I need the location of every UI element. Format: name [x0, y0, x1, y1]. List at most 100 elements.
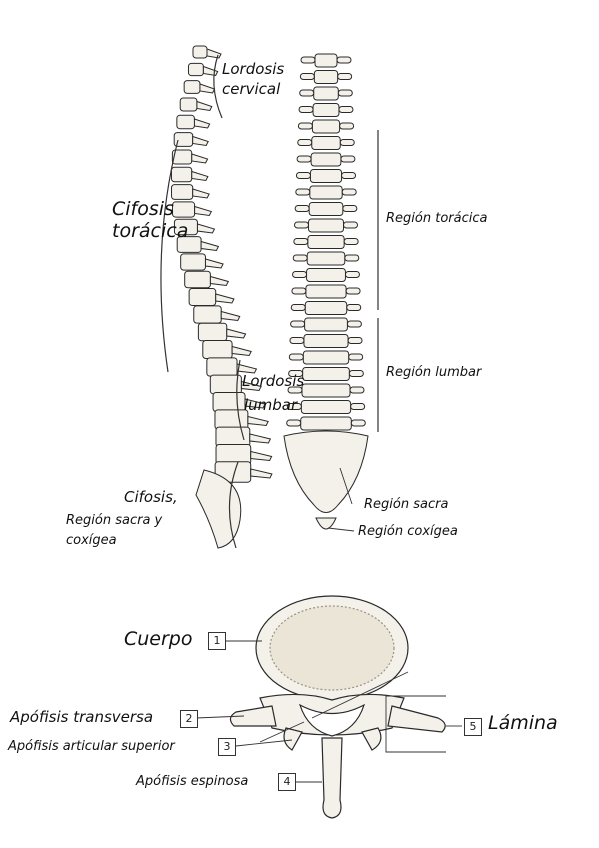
posterior-sacrum — [283, 430, 369, 513]
posterior-vertebra — [313, 86, 339, 101]
label-region-coxigea: Región coxígea — [358, 524, 458, 539]
lateral-spinous-process — [193, 118, 211, 129]
transverse-process-left — [290, 320, 306, 328]
posterior-vertebra — [309, 185, 343, 200]
lateral-vertebra — [202, 340, 233, 359]
transverse-process-left — [293, 238, 309, 245]
transverse-process-right — [345, 287, 361, 295]
transverse-process-right — [337, 73, 353, 80]
lateral-spinous-process — [204, 258, 224, 269]
transverse-process-left — [287, 386, 303, 394]
label-region-lumbar: Región lumbar — [386, 365, 482, 380]
label-lordosis-cervical-2: cervical — [222, 80, 281, 98]
transverse-process-left — [296, 155, 312, 163]
posterior-vertebra — [307, 235, 345, 249]
lateral-vertebra — [172, 201, 196, 218]
lateral-vertebra — [184, 270, 211, 289]
transverse-process-right — [344, 271, 360, 278]
label-cifosis-sacra-3: coxígea — [66, 533, 117, 548]
label-lamina: Lámina — [488, 712, 558, 734]
label-apofisis-espinosa: Apófisis espinosa — [136, 774, 249, 789]
lateral-vertebra — [180, 253, 206, 271]
lateral-spinous-process — [199, 83, 216, 94]
transverse-process-left — [290, 304, 306, 311]
label-apofisis-transversa: Apófisis transversa — [10, 708, 154, 726]
posterior-vertebra — [314, 53, 338, 68]
lateral-spinous-process — [209, 275, 230, 287]
lateral-spinous-process — [194, 205, 213, 217]
transverse-process-left — [292, 271, 308, 278]
lateral-sacrum — [195, 469, 242, 549]
label-cifosis-sacra-2: Región sacra y — [66, 513, 163, 528]
lateral-spinous-process — [215, 293, 235, 304]
posterior-coccyx — [315, 517, 337, 530]
transverse-process-right — [341, 188, 357, 196]
lateral-spine-illustration — [170, 45, 273, 549]
transverse-process-left — [299, 89, 315, 97]
transverse-process-left — [294, 221, 309, 229]
label-lordosis-lumbar-1: Lordosis — [242, 372, 305, 390]
transverse-process-left — [299, 73, 315, 80]
label-region-sacra: Región sacra — [364, 497, 449, 512]
posterior-vertebra — [300, 400, 352, 414]
posterior-vertebra — [309, 169, 343, 183]
lateral-spinous-process — [250, 450, 273, 462]
transverse-process-right — [337, 89, 353, 97]
lateral-spinous-process — [220, 310, 241, 322]
transverse-process-right — [350, 403, 366, 410]
transverse-process-right — [341, 172, 357, 179]
transverse-process-left — [286, 419, 302, 427]
lateral-spinous-process — [250, 468, 273, 479]
lateral-spinous-process — [249, 433, 272, 444]
lateral-spinous-process — [244, 398, 266, 409]
transverse-process-left — [288, 353, 304, 361]
posterior-vertebra — [302, 350, 350, 365]
transverse-process-right — [350, 419, 366, 427]
lateral-spinous-process — [192, 135, 209, 147]
lateral-vertebra — [193, 305, 222, 324]
transverse-process-left — [294, 205, 310, 212]
posterior-vertebra — [300, 416, 352, 431]
posterior-vertebra — [306, 251, 346, 266]
lateral-spinous-process — [191, 153, 209, 164]
transverse-process-right — [343, 238, 359, 245]
transverse-process-left — [292, 254, 308, 262]
label-cifosis-toracica-2: torácica — [112, 220, 189, 242]
transverse-process-left — [291, 287, 307, 295]
transverse-process-left — [300, 56, 316, 64]
label-cuerpo: Cuerpo — [124, 628, 193, 650]
posterior-vertebra — [306, 268, 346, 282]
posterior-vertebra — [308, 218, 344, 233]
lateral-spinous-process — [226, 328, 247, 339]
posterior-vertebra — [305, 284, 347, 299]
number-box-4: 4 — [278, 773, 296, 791]
transverse-process-right — [343, 221, 358, 229]
transverse-process-right — [346, 320, 362, 328]
transverse-process-right — [340, 155, 356, 163]
lateral-vertebra — [214, 409, 249, 430]
transverse-process-right — [347, 337, 363, 344]
lateral-vertebra — [197, 322, 228, 342]
lateral-spinous-process — [236, 363, 258, 374]
leader-lines — [195, 467, 462, 783]
lateral-spinous-process — [202, 65, 219, 77]
label-apofisis-articular-superior: Apófisis articular superior — [8, 739, 175, 754]
number-box-5: 5 — [464, 718, 482, 736]
lateral-vertebra — [187, 62, 204, 77]
transverse-process-left — [298, 106, 314, 113]
lateral-vertebra — [183, 80, 201, 94]
lateral-vertebra — [215, 426, 251, 448]
posterior-vertebra — [301, 383, 351, 398]
posterior-vertebra — [303, 334, 349, 348]
number-box-1: 1 — [208, 632, 226, 650]
posterior-vertebra — [304, 301, 348, 315]
lateral-vertebra — [212, 392, 246, 412]
number-box-3: 3 — [218, 738, 236, 756]
transverse-process-left — [289, 337, 305, 344]
lateral-spinous-process — [206, 48, 222, 59]
lateral-vertebra — [192, 45, 208, 59]
lateral-vertebra — [206, 357, 238, 377]
label-cifosis-sacra-1: Cifosis, — [124, 488, 178, 506]
transverse-process-right — [339, 139, 355, 146]
